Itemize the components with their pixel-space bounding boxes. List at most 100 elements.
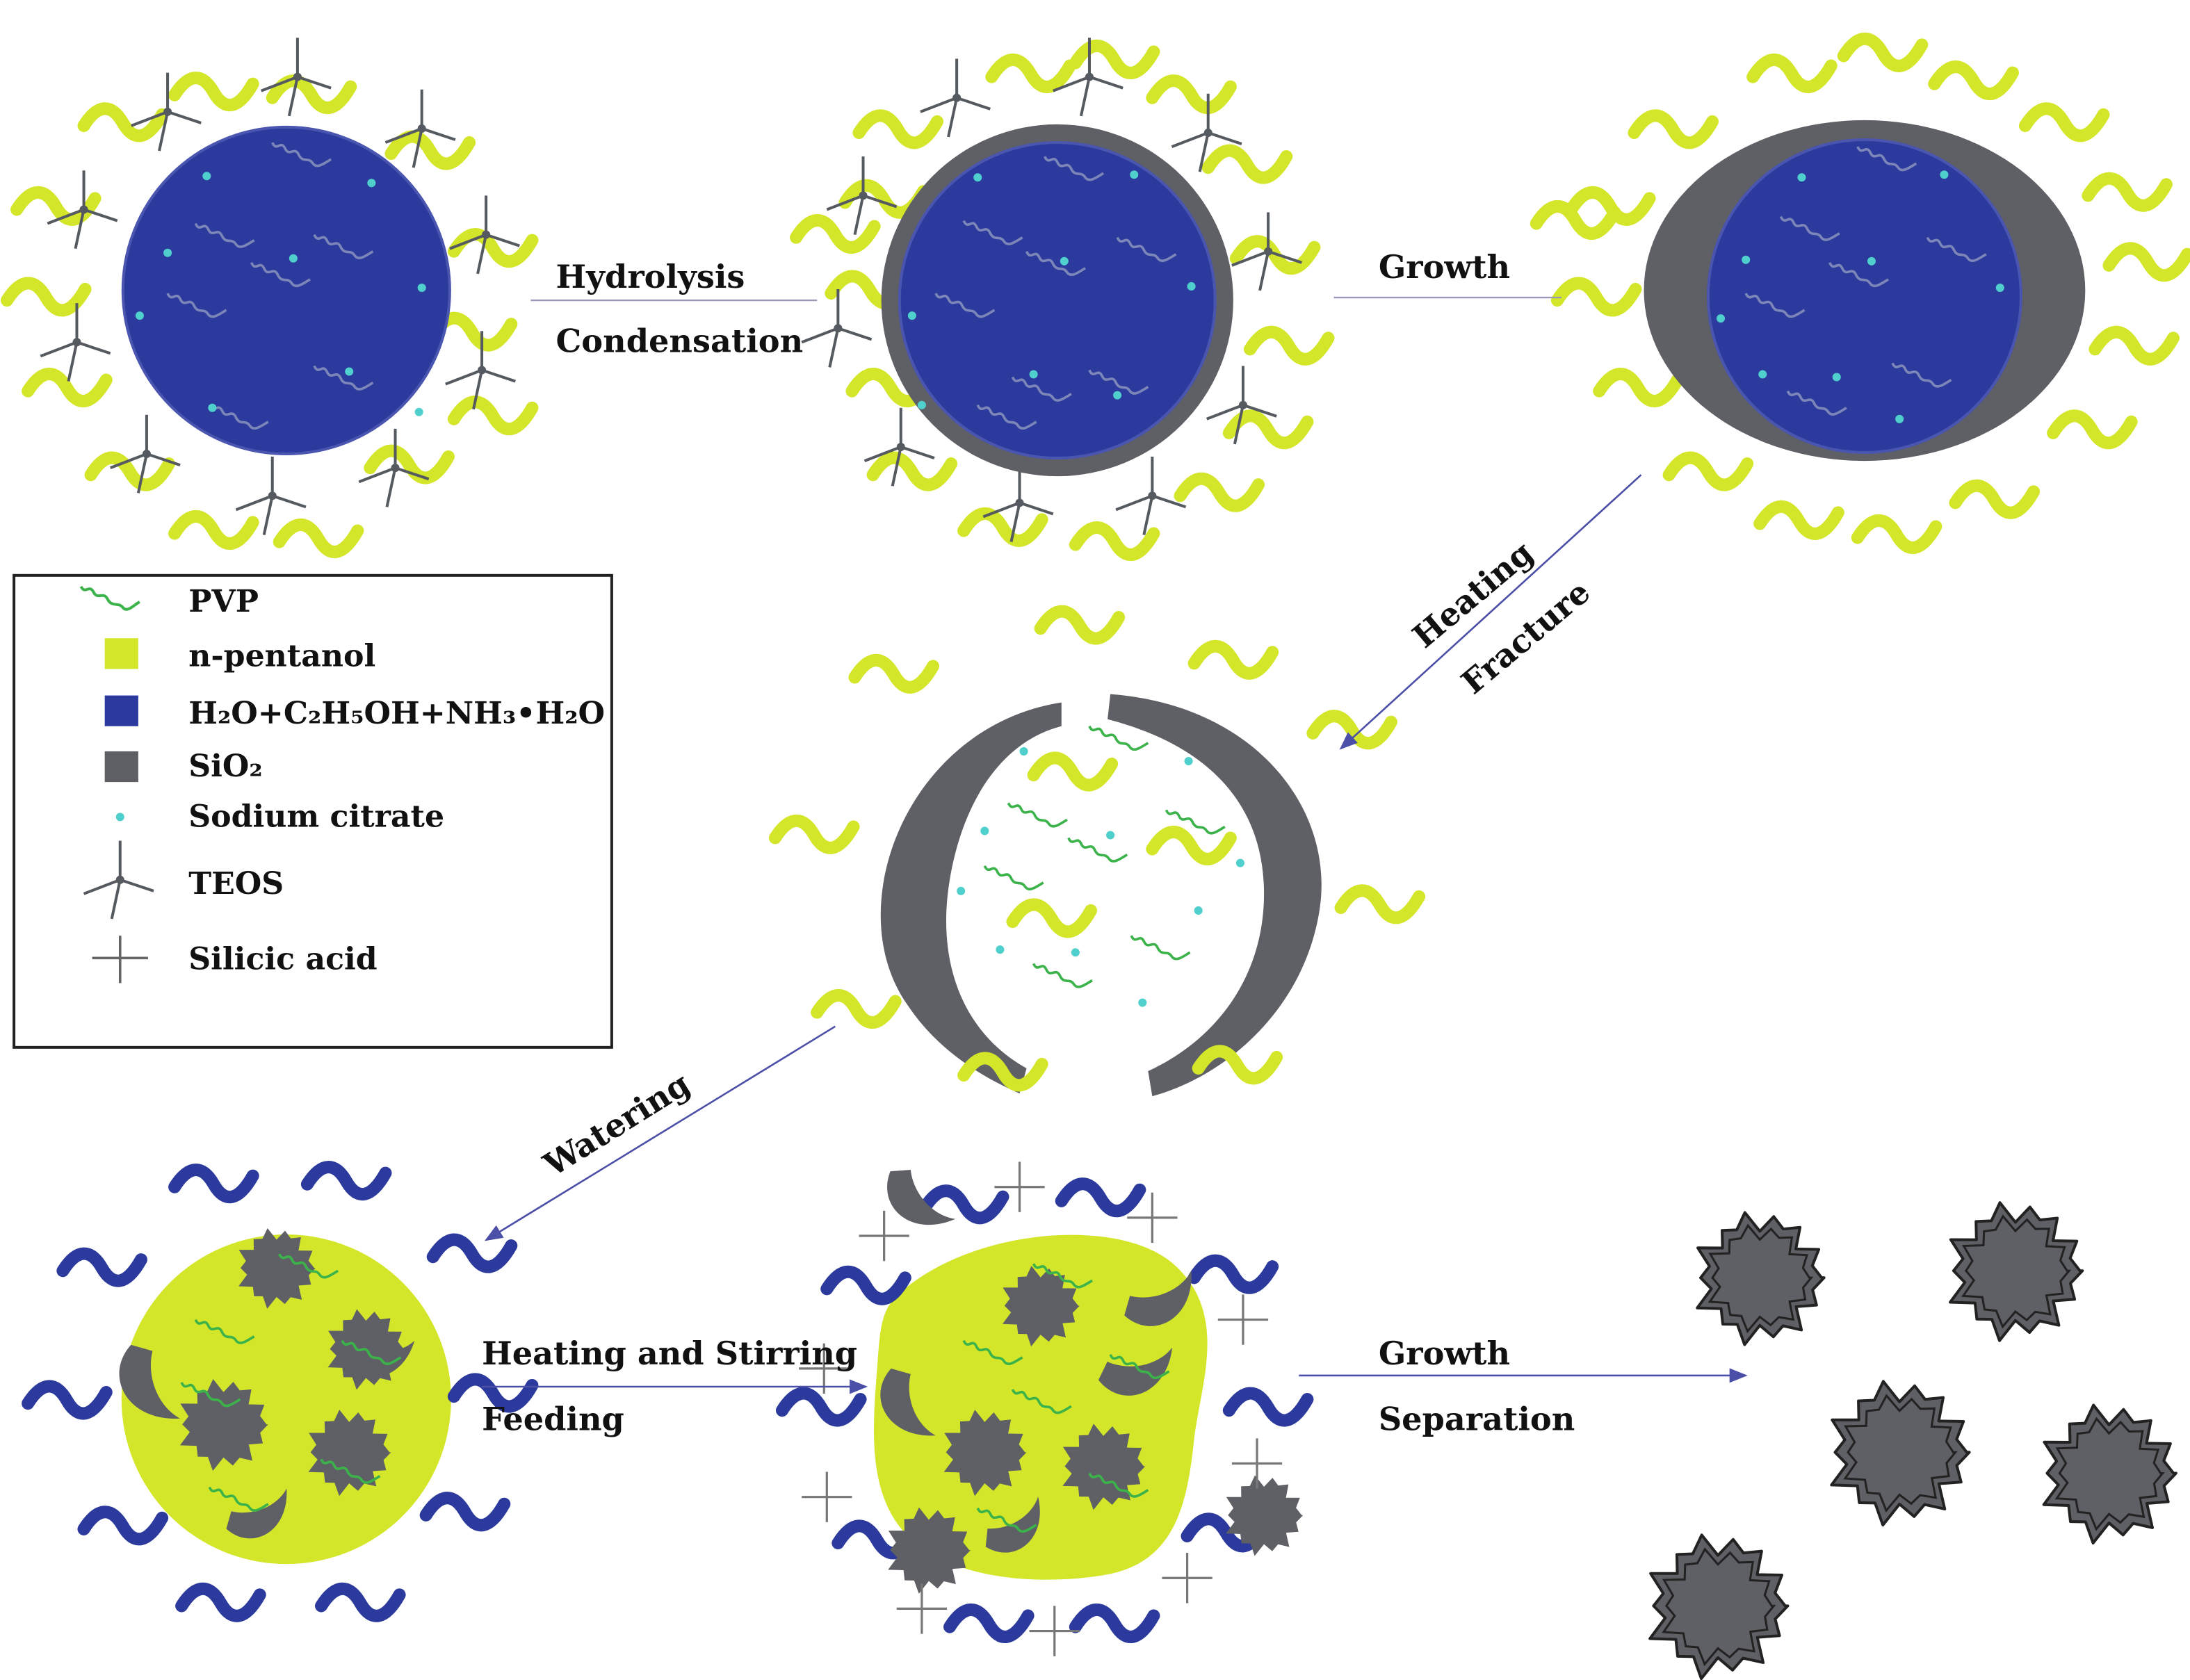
pvp-chain (983, 865, 1044, 890)
teos-bond (1019, 501, 1054, 516)
teos-center (482, 230, 491, 239)
teos-bond (67, 341, 79, 382)
teos-center (79, 205, 88, 214)
teos-bond (260, 75, 298, 92)
silicic-acid-molecule (1029, 1606, 1080, 1656)
pvp-chain (250, 261, 311, 288)
teos-bond (828, 327, 840, 368)
pvp-chain (962, 220, 1023, 245)
teos-center (391, 464, 400, 473)
pentanol-molecule (1928, 60, 2019, 101)
pvp-chain (1109, 1353, 1170, 1380)
pentanol-molecule (2088, 325, 2180, 366)
sio2-particle (238, 1228, 316, 1309)
pentanol-molecule (77, 102, 169, 142)
pvp-chain (1856, 146, 1917, 172)
teos-bond (1115, 494, 1153, 512)
pvp-chain (166, 293, 227, 318)
sodium-citrate-dot (208, 403, 217, 412)
pentanol-molecule (866, 451, 958, 491)
teos-bond (920, 96, 957, 113)
sodium-citrate-dot (1832, 373, 1841, 382)
teos-center (142, 450, 151, 459)
teos-bond (136, 453, 148, 494)
teos-bond (120, 878, 154, 892)
sodium-citrate-dot (1235, 858, 1244, 867)
legend: PVP n-pentanol H₂O+C₂H₅OH+NH₃•H₂O SiO₂ S… (13, 573, 613, 1049)
water-molecule (820, 1265, 911, 1305)
sodium-citrate-dot (289, 254, 298, 263)
teos-molecule (1171, 93, 1242, 172)
sodium-citrate-dot (1940, 170, 1949, 179)
pvp-chain (1926, 236, 1987, 262)
sio2-particle (1062, 1424, 1146, 1510)
sio2-particle-inner-outline (1662, 1547, 1776, 1667)
teos-molecule (801, 288, 873, 368)
teos-molecule (83, 840, 154, 920)
water-molecule (1055, 1177, 1146, 1218)
teos-bond (891, 446, 902, 487)
legend-label-sodium-citrate: Sodium citrate (188, 799, 444, 834)
step-label-separation: Separation (1379, 1400, 1575, 1437)
teos-molecule (826, 156, 898, 236)
teos-bond (47, 208, 85, 225)
sodium-citrate-dot (1742, 255, 1751, 264)
pentanol-molecule (985, 54, 1076, 93)
pentanol-molecule (2047, 409, 2138, 450)
pentanol-molecule (1146, 825, 1237, 865)
teos-center (952, 93, 962, 102)
step-label-condensation: Condensation (556, 322, 804, 359)
teos-bond (1231, 250, 1269, 267)
teos-bond (481, 368, 516, 383)
water-molecule (175, 1582, 266, 1622)
pentanol-molecule (1334, 884, 1426, 924)
sio2-fragment (1098, 1347, 1173, 1396)
sio2-particle-inner-outline (1708, 1223, 1814, 1334)
pentanol-molecule (1192, 1045, 1283, 1085)
pentanol-molecule (768, 814, 860, 854)
pentanol-molecule (1306, 710, 1397, 750)
teos-bond (1267, 250, 1302, 264)
sodium-citrate-dot (202, 172, 211, 181)
teos-molecule (1231, 212, 1302, 291)
pentanol-molecule (1174, 472, 1265, 512)
pvp-chain (313, 234, 374, 259)
teos-bond (1198, 132, 1210, 172)
pentanol-molecule (1565, 186, 1656, 226)
pentanol-molecule (84, 451, 176, 491)
sodium-citrate-dot (1060, 256, 1069, 266)
pentanol-molecule (1628, 109, 1719, 149)
pvp-chain (1828, 261, 1890, 288)
pvp-chain (313, 365, 374, 391)
teos-molecule (449, 195, 520, 275)
teos-bond (1258, 251, 1270, 291)
water-molecule (300, 1161, 392, 1201)
pentanol-molecule (852, 109, 944, 149)
teos-bond (853, 195, 865, 236)
pvp-chain (1067, 837, 1128, 863)
water-molecule (168, 1164, 259, 1204)
pentanol-molecule (1006, 898, 1098, 938)
fractured-shell-right (1108, 694, 1322, 1097)
pvp-chain (1786, 390, 1847, 416)
pentanol-molecule (1187, 639, 1279, 680)
gray-square-icon (104, 751, 138, 783)
teos-center (1015, 498, 1024, 507)
teos-bond (445, 368, 482, 386)
teos-icon (83, 840, 154, 920)
teos-molecule (109, 414, 181, 494)
teos-molecule (384, 89, 456, 168)
sodium-citrate-dot (1106, 831, 1115, 840)
pentanol-molecule (1069, 39, 1160, 79)
pvp-chain (1011, 376, 1072, 402)
teos-molecule (260, 38, 332, 117)
step-label-feeding: Feeding (482, 1400, 624, 1437)
sodium-citrate-dot (345, 367, 354, 376)
teos-bond (394, 466, 430, 481)
teos-bond (412, 128, 423, 168)
cyan-dot-icon (115, 813, 124, 822)
pentanol-molecule (1593, 368, 1684, 407)
water-molecule (447, 1373, 539, 1413)
step-label-watering: Watering (537, 1065, 697, 1184)
teos-bond (1079, 76, 1091, 117)
